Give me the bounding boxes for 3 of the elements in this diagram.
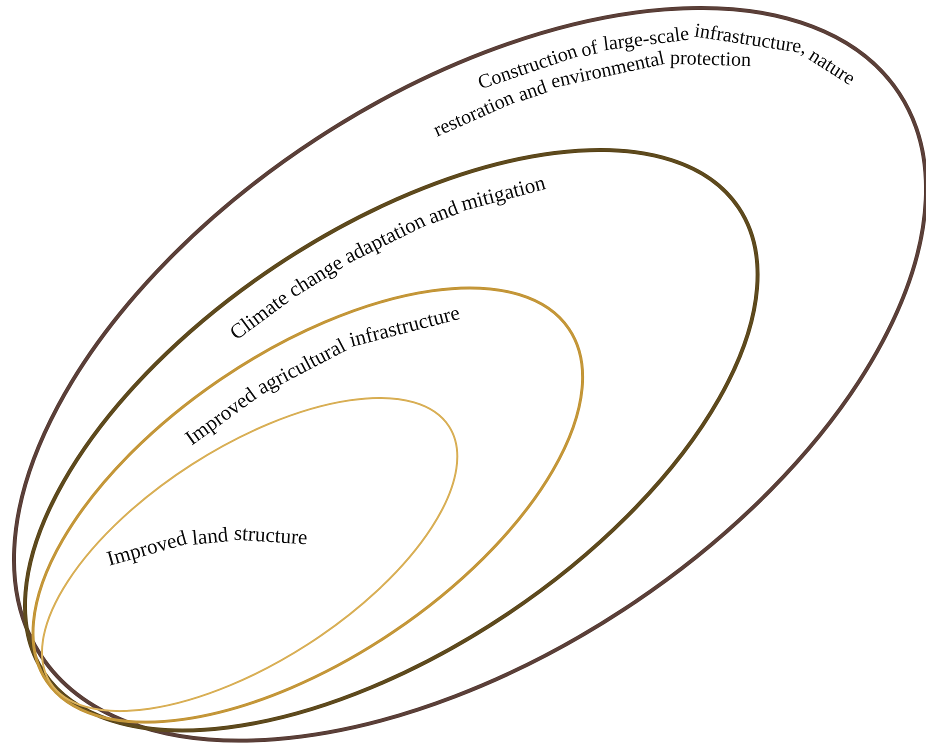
ellipse-region <box>14 8 926 740</box>
region-label: Improved land structure <box>104 522 308 570</box>
ellipse-region <box>24 150 758 730</box>
